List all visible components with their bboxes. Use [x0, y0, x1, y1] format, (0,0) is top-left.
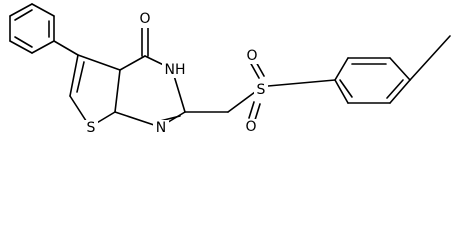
bond	[53, 40, 79, 56]
sulfonyl-oxygen-top-label: O	[246, 48, 257, 64]
bond	[254, 103, 261, 121]
bond	[409, 35, 451, 81]
bond	[119, 55, 146, 71]
bond	[389, 79, 411, 104]
thiophene-ring	[69, 54, 121, 128]
bond	[31, 3, 55, 17]
bond	[9, 40, 33, 54]
bond	[9, 3, 33, 17]
bond	[14, 36, 33, 48]
sulfonyl-sulfur-label: S	[257, 82, 266, 98]
carbonyl-oxygen-label: O	[139, 11, 150, 27]
bond	[114, 69, 121, 113]
bond	[249, 61, 260, 79]
bond	[114, 111, 161, 128]
bond	[386, 79, 404, 99]
bond	[248, 101, 255, 119]
bond	[267, 79, 336, 87]
molecule-structure-diagram: O NH N S S O O	[9, 3, 451, 136]
bond	[77, 54, 121, 71]
bond	[227, 91, 256, 113]
bond	[69, 54, 79, 97]
bond	[334, 79, 349, 104]
bond	[339, 79, 353, 98]
bond	[389, 57, 411, 81]
bond	[76, 61, 85, 93]
phenyl-ring	[9, 3, 55, 54]
bond	[14, 9, 33, 21]
thiophene-sulfur-label: S	[87, 120, 96, 136]
tolyl-ring	[334, 57, 411, 104]
sulfonyl-oxygen-bottom-label: O	[245, 119, 256, 135]
ring-nh-label: NH	[165, 62, 186, 78]
bond	[31, 40, 55, 54]
bond	[334, 57, 349, 81]
ring-nitrogen-label: N	[156, 120, 166, 136]
